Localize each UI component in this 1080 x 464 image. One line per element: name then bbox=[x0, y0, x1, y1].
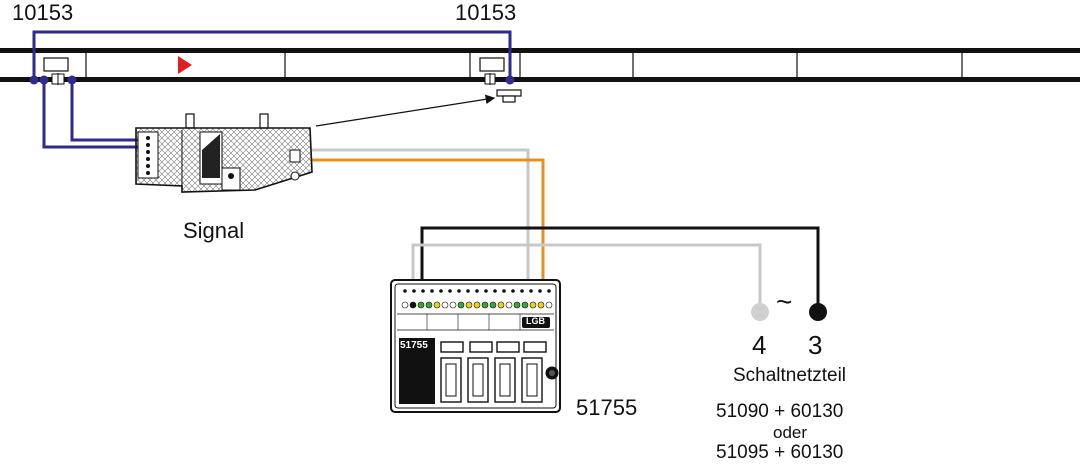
blue-wire-feeder-2 bbox=[70, 80, 140, 142]
signal-terminal-block bbox=[137, 131, 159, 179]
ac-symbol-icon: ~ bbox=[776, 286, 793, 317]
feeder-clip-right bbox=[479, 57, 505, 72]
blue-wires bbox=[32, 30, 512, 149]
switch-module bbox=[390, 279, 561, 413]
terminal-4-label: 4 bbox=[752, 330, 767, 360]
power-supply-option-2: 51095 + 60130 bbox=[716, 442, 844, 463]
module-badge-label: 51755 bbox=[400, 340, 428, 351]
feeder-clip-left bbox=[43, 57, 69, 72]
track-label-right: 10153 bbox=[455, 0, 517, 25]
power-supply-option-1: 51090 + 60130 bbox=[716, 401, 844, 422]
black-wire-supply bbox=[420, 226, 820, 304]
signal-label: Signal bbox=[183, 218, 245, 243]
module-logo-label: LGB bbox=[526, 316, 545, 326]
power-supply-option-or: oder bbox=[773, 423, 808, 442]
blue-wire-top-loop bbox=[32, 30, 512, 80]
grey-wire-supply bbox=[411, 243, 762, 304]
blue-connection-dots bbox=[29, 75, 515, 85]
module-label: 51755 bbox=[576, 395, 638, 420]
terminal-4-grey-dot bbox=[751, 303, 769, 321]
blue-wire-feeder-1 bbox=[42, 80, 140, 149]
track-rail-top bbox=[0, 48, 1080, 53]
pointer-arrow bbox=[315, 94, 496, 127]
module-logo-box bbox=[522, 317, 550, 328]
orange-wire-signal bbox=[312, 158, 545, 290]
module-terminal-row bbox=[403, 289, 551, 293]
grey-wire-signal bbox=[312, 148, 530, 290]
track-joints bbox=[85, 53, 963, 77]
track-label-left: 10153 bbox=[12, 0, 74, 25]
track-rail-bottom bbox=[0, 77, 1080, 82]
terminal-3-black-dot bbox=[809, 303, 827, 321]
module-color-terminals bbox=[401, 301, 553, 309]
signal-decoder bbox=[135, 113, 313, 193]
power-supply-label: Schaltnetzteil bbox=[733, 365, 847, 386]
track bbox=[0, 48, 1080, 85]
terminal-3-label: 3 bbox=[808, 330, 823, 360]
direction-arrow-icon bbox=[178, 56, 192, 74]
track-contact bbox=[496, 89, 522, 103]
